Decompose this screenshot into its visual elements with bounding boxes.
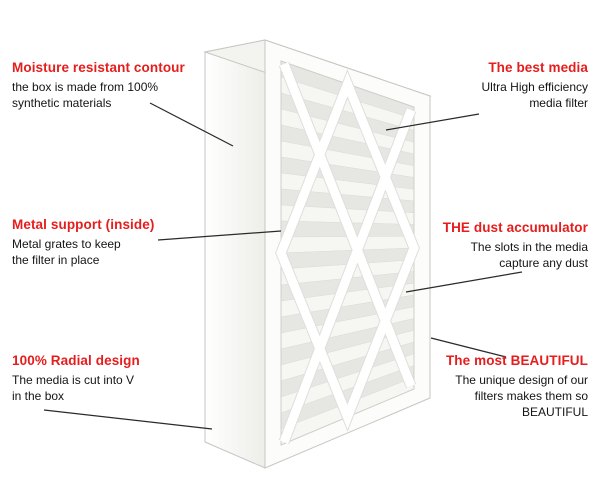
callout-line-dust-accumulator xyxy=(405,271,523,293)
filter-media-border xyxy=(280,60,415,446)
callout-heading: The best media xyxy=(488,60,588,75)
callout-line-radial-design xyxy=(43,409,213,430)
lattice-diagonal-2 xyxy=(279,108,416,444)
callout-body: The slots in the media capture any dust xyxy=(470,240,588,271)
callout-dust-accumulator: THE dust accumulator The slots in the me… xyxy=(415,220,588,271)
callout-metal-support: Metal support (inside) Metal grates to k… xyxy=(12,217,207,268)
filter-side-face xyxy=(204,39,266,469)
callout-best-media: The best media Ultra High efficiency med… xyxy=(415,60,589,111)
callout-body: Metal grates to keep the filter in place xyxy=(12,237,121,268)
callout-beautiful: The most BEAUTIFUL The unique design of … xyxy=(415,353,588,421)
callout-heading: Moisture resistant contour xyxy=(12,60,185,75)
callout-radial-design: 100% Radial design The media is cut into… xyxy=(12,353,207,404)
lattice-diagonal-1 xyxy=(279,62,416,388)
callout-line-beautiful xyxy=(430,337,507,358)
callout-body: Ultra High efficiency media filter xyxy=(481,80,589,111)
lattice-diamond xyxy=(276,71,419,430)
callout-line-best-media xyxy=(385,113,480,131)
callout-body: The media is cut into V in the box xyxy=(12,373,135,404)
callout-lines xyxy=(43,102,523,430)
callout-line-metal-support xyxy=(157,230,282,241)
callout-heading: THE dust accumulator xyxy=(442,220,588,235)
callout-heading: The most BEAUTIFUL xyxy=(445,353,588,368)
callout-heading: 100% Radial design xyxy=(12,353,140,368)
callout-line-moisture xyxy=(149,102,234,147)
callout-heading: Metal support (inside) xyxy=(12,217,155,232)
callout-moisture-resistant: Moisture resistant contour the box is ma… xyxy=(12,60,207,111)
callout-body: The unique design of our filters makes t… xyxy=(455,373,588,420)
filter-lattice xyxy=(276,62,419,444)
callout-body: the box is made from 100% synthetic mate… xyxy=(12,80,159,111)
